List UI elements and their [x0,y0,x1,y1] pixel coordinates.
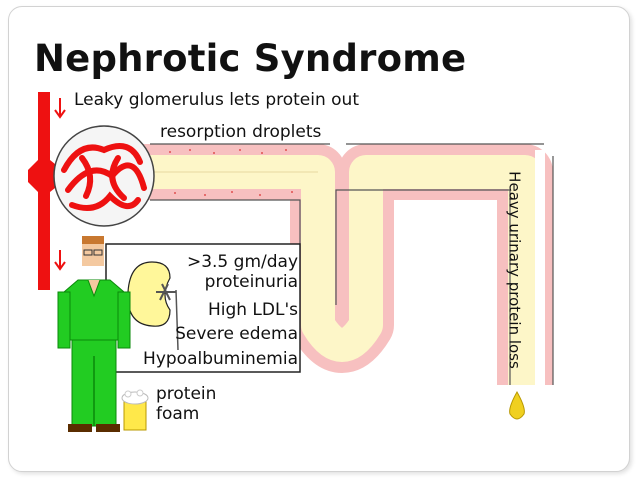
finding-hypoalbuminemia: Hypoalbuminemia [143,349,298,369]
doctor-figure-icon [57,236,131,432]
resorption-droplets-label: resorption droplets [160,122,322,142]
afferent-artery [28,92,70,290]
urine-drop-icon [509,390,525,420]
tubule-lumen [128,155,542,385]
finding-proteinuria-amount: >3.5 gm/day [186,252,298,272]
urinary-protein-loss-label: Heavy urinary protein loss [505,171,524,369]
finding-edema: Severe edema [175,324,298,344]
foam-cup-icon [121,389,149,431]
glomerulus-capillaries [61,143,147,211]
resorption-droplets [169,149,293,196]
kidney-icon [127,261,179,351]
foam-label: foam [156,404,200,424]
finding-proteinuria: proteinuria [204,272,298,292]
slide-title: Nephrotic Syndrome [34,37,467,80]
flow-arrow-icon [54,98,66,271]
protein-label: protein [156,384,217,404]
leaky-glomerulus-label: Leaky glomerulus lets protein out [74,90,359,110]
tubule-edge-lines [150,143,554,385]
finding-high-ldl: High LDL's [207,300,298,320]
